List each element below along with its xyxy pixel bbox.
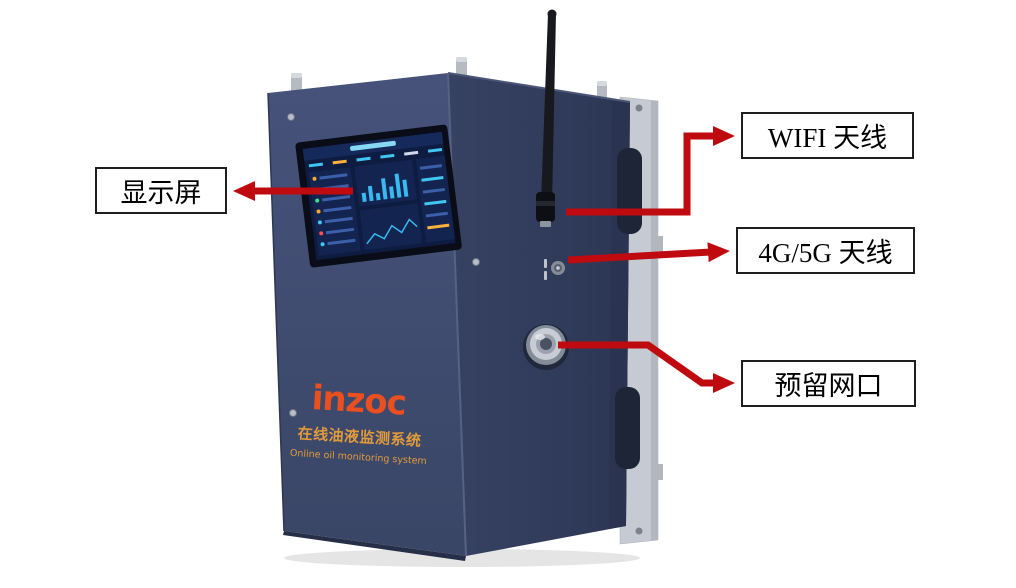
port-marking	[544, 259, 547, 268]
display-screen	[295, 124, 462, 268]
callout-wifi-antenna: WIFI 天线	[741, 112, 914, 159]
bracket-tab	[657, 236, 663, 252]
screen-line-chart	[359, 203, 423, 251]
wifi-antenna	[536, 9, 557, 227]
cellular-antenna-connector	[544, 259, 565, 280]
arrow-wifi-antenna	[566, 126, 735, 216]
panel-screws	[287, 113, 480, 417]
callout-cellular-antenna: 4G/5G 天线	[736, 227, 915, 274]
screen-stat-row	[308, 148, 443, 168]
callout-display-screen: 显示屏	[95, 167, 227, 214]
rear-slot	[615, 387, 640, 469]
top-studs	[291, 57, 607, 99]
reserved-network-port	[523, 324, 569, 370]
callout-network-port: 预留网口	[741, 360, 916, 407]
bracket-hole	[635, 527, 643, 535]
arrow-network-port	[558, 341, 735, 393]
arrow-cellular-antenna	[567, 242, 730, 264]
bracket-tab	[657, 464, 663, 480]
port-marking	[544, 271, 547, 280]
screen-right-panel	[415, 155, 455, 243]
screen-bar-chart	[354, 159, 417, 207]
rear-slot	[617, 148, 642, 234]
brand-logo: inzoc	[311, 378, 407, 424]
bracket-hole	[635, 104, 643, 112]
